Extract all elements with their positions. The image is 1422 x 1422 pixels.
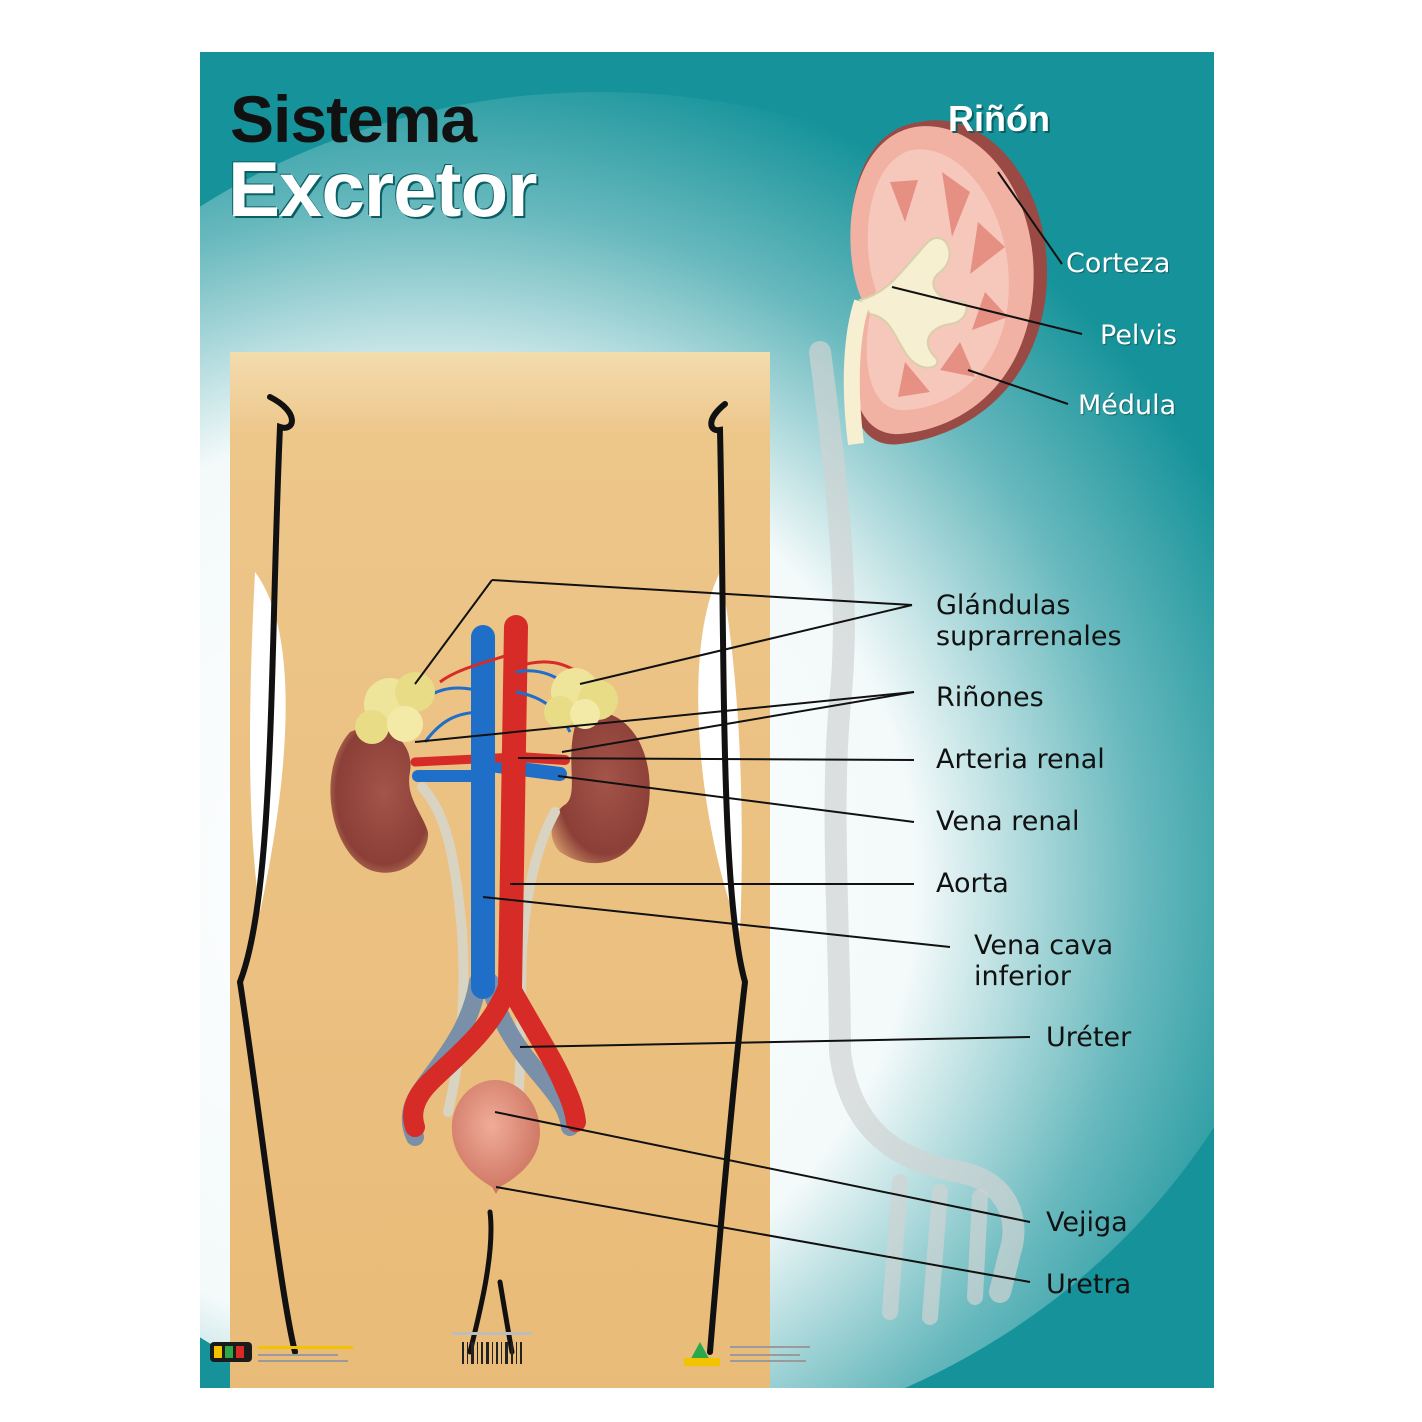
- adrenal-veins: [413, 669, 577, 743]
- left-renal-artery: [410, 752, 523, 767]
- label-vena-cava-line-1: Vena cava: [974, 930, 1114, 961]
- label-pelvis: Pelvis: [1100, 320, 1177, 351]
- left-iliac-artery: [403, 977, 518, 1137]
- poster: Sistema Excretor Riñón Corteza Pelvis Mé…: [200, 52, 1214, 1388]
- label-vena-cava-line-2: inferior: [974, 961, 1071, 992]
- footer-right-logo: [684, 1342, 810, 1366]
- body-outline-right: [707, 401, 749, 1355]
- bladder: [451, 1080, 540, 1194]
- right-adrenal-gland: [544, 668, 618, 729]
- label-medula: Médula: [1078, 390, 1177, 421]
- aorta: [498, 615, 528, 999]
- right-iliac-artery: [500, 977, 586, 1132]
- label-arteria-renal: Arteria renal: [936, 744, 1105, 775]
- label-corteza: Corteza: [1066, 248, 1171, 279]
- leader-lines: [414, 579, 1031, 1283]
- label-uretra: Uretra: [1046, 1269, 1132, 1300]
- title-line-1: Sistema: [230, 82, 477, 156]
- label-aorta: Aorta: [936, 868, 1009, 899]
- label-glandulas-line-1: Glándulas: [936, 590, 1071, 621]
- label-vena-cava-inferior: Vena cava inferior: [974, 930, 1113, 992]
- arm-outline: [809, 341, 1025, 1303]
- left-adrenal-gland: [355, 672, 435, 744]
- label-ureter: Uréter: [1046, 1022, 1132, 1053]
- barcode: [452, 1332, 532, 1364]
- title-line-2: Excretor: [228, 145, 537, 233]
- label-vena-renal: Vena renal: [936, 806, 1080, 837]
- hand-fingers-outline: [882, 1174, 988, 1325]
- label-glandulas-suprarrenales: Glándulas suprarrenales: [936, 590, 1122, 652]
- label-rinones: Riñones: [936, 682, 1044, 713]
- label-glandulas-line-2: suprarrenales: [936, 621, 1122, 652]
- label-vejiga: Vejiga: [1046, 1207, 1128, 1238]
- anatomy-illustration: [200, 92, 1214, 1388]
- footer-left-logo: [210, 1342, 353, 1362]
- body-outline-left: [236, 394, 298, 1355]
- kidney-inset-title: Riñón: [948, 98, 1050, 139]
- kidney-cross-section: [843, 120, 1048, 446]
- left-kidney: [330, 727, 429, 873]
- kidney-inset-leader-lines: [891, 171, 1083, 405]
